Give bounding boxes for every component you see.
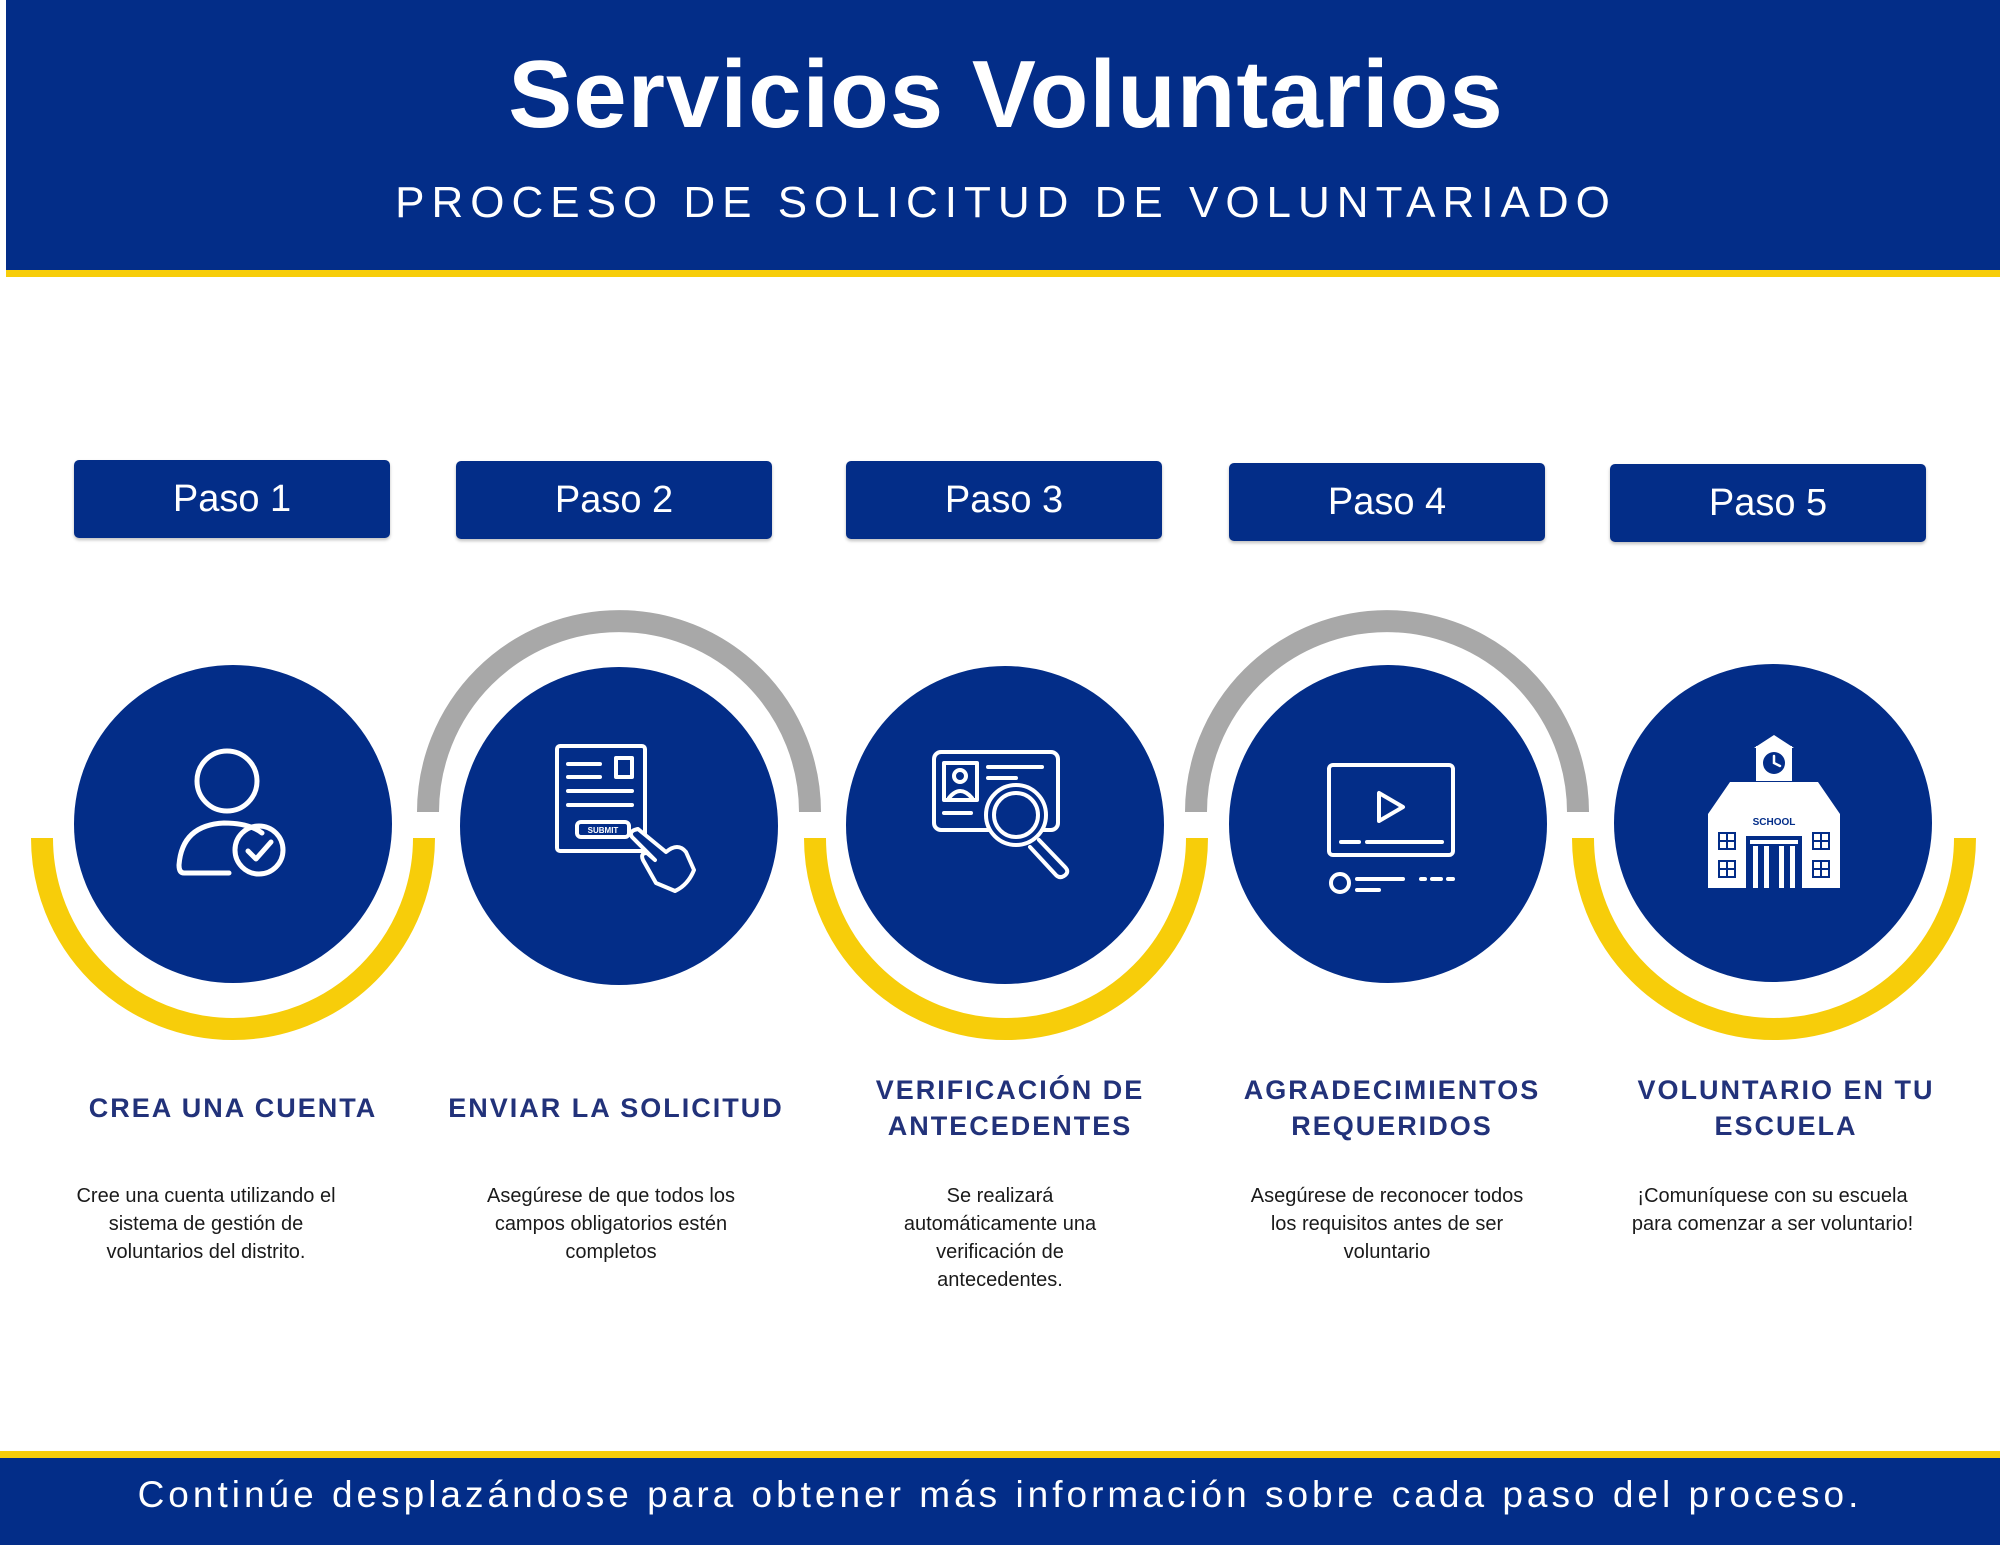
footer-banner xyxy=(0,1458,2000,1545)
step-1-description: Cree una cuenta utilizando el sistema de… xyxy=(76,1185,336,1263)
step-3-pill: Paso 3 xyxy=(846,461,1162,539)
header-divider xyxy=(6,270,2000,277)
school-label: SCHOOL xyxy=(1753,817,1796,828)
submit-label: SUBMIT xyxy=(588,826,619,835)
step-1-yellow-arc xyxy=(31,837,435,1040)
step-4-description: Asegúrese de reconocer todos los requisi… xyxy=(1250,1185,1524,1263)
submit-form-icon: SUBMIT xyxy=(555,744,696,893)
step-1-title: CREA UNA CUENTA xyxy=(88,1093,378,1123)
page-title: Servicios Voluntarios xyxy=(508,41,1504,148)
step-3-description: Se realizará automáticamente una verific… xyxy=(903,1185,1097,1291)
step-4-gray-arc xyxy=(1185,610,1589,813)
step-5-description: ¡Comuníquese con su escuela para comenza… xyxy=(1631,1185,1914,1235)
page-subtitle: PROCESO DE SOLICITUD DE VOLUNTARIADO xyxy=(395,178,1617,227)
step-1-circle xyxy=(74,665,392,983)
step-5-title: VOLUNTARIO EN TU ESCUELA xyxy=(1637,1075,1935,1141)
step-3-circle xyxy=(846,666,1164,984)
step-5-yellow-arc xyxy=(1572,837,1976,1040)
footer-divider xyxy=(0,1451,2000,1458)
step-2-pill: Paso 2 xyxy=(456,461,772,539)
connector-arcs xyxy=(31,610,1976,1040)
header-banner xyxy=(6,0,2000,270)
step-5-pill: Paso 5 xyxy=(1610,464,1926,542)
step-2-gray-arc xyxy=(417,610,821,813)
footer-text: Continúe desplazándose para obtener más … xyxy=(137,1474,1863,1515)
step-4-pill: Paso 4 xyxy=(1229,463,1545,541)
step-3-yellow-arc xyxy=(804,837,1208,1040)
step-1-pill: Paso 1 xyxy=(74,460,390,538)
user-check-icon xyxy=(176,748,286,877)
video-player-icon xyxy=(1327,763,1455,894)
step-3-title: VERIFICACIÓN DE ANTECEDENTES xyxy=(875,1075,1145,1141)
step-2-title: ENVIAR LA SOLICITUD xyxy=(448,1093,784,1123)
step-4-title: AGRADECIMIENTOS REQUERIDOS xyxy=(1243,1075,1541,1141)
step-5-circle: SCHOOL xyxy=(1614,664,1932,982)
step-2-circle: SUBMIT xyxy=(460,667,778,985)
step-4-circle xyxy=(1229,665,1547,983)
school-building-icon: SCHOOL xyxy=(1708,735,1840,888)
step-2-description: Asegúrese de que todos los campos obliga… xyxy=(487,1185,735,1263)
id-card-search-icon xyxy=(932,750,1070,880)
